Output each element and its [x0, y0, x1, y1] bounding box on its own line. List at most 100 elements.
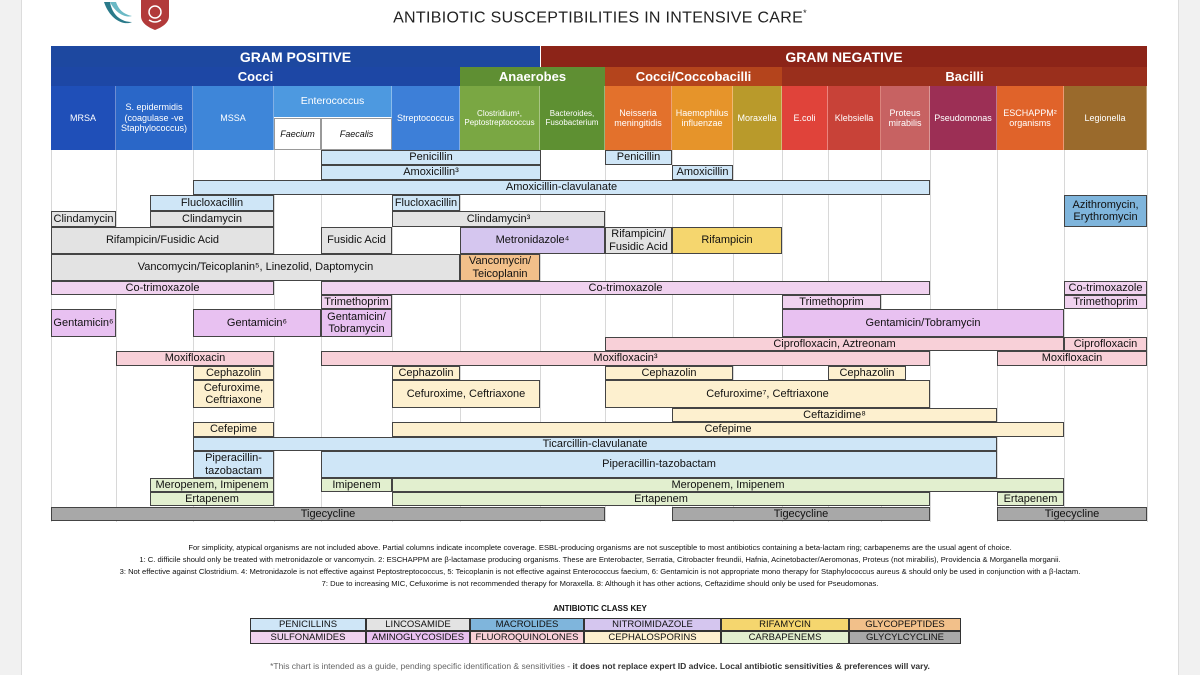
bar-gentamicin-tobramycin: Gentamicin/ Tobramycin	[321, 309, 392, 337]
cocci-coccobacilli-header: Cocci/Coccobacilli	[605, 67, 782, 86]
org-klebsiella: Klebsiella	[828, 86, 881, 150]
key-fluoroquinolones: FLUOROQUINOLONES	[470, 631, 584, 644]
footnote-3-6: 3: Not effective against Clostridium. 4:…	[119, 567, 1081, 576]
gram-positive-header: GRAM POSITIVE	[51, 46, 540, 67]
bar-cefepime: Cefepime	[392, 422, 1064, 437]
page-margin-right	[1178, 0, 1200, 675]
bar-cephazolin: Cephazolin	[392, 366, 460, 380]
gram-negative-header: GRAM NEGATIVE	[541, 46, 1147, 67]
footnote-1-2: 1: C. difficile should only be treated w…	[139, 555, 1061, 564]
bar-ertapenem: Ertapenem	[150, 492, 274, 506]
key-carbapenems: CARBAPENEMS	[721, 631, 849, 644]
bar-cefepime: Cefepime	[193, 422, 274, 437]
bar-clindamycin: Clindamycin³	[392, 211, 605, 227]
org-eschappm: ESCHAPPM² organisms	[997, 86, 1064, 150]
bar-amoxicillin-clavulanate: Amoxicillin-clavulanate	[193, 180, 930, 195]
page-margin-left	[0, 0, 22, 675]
bar-cephazolin: Cephazolin	[605, 366, 733, 380]
org-haemophilus: Haemophilus influenzae	[672, 86, 733, 150]
bar-moxifloxacin: Moxifloxacin³	[321, 351, 930, 366]
key-penicillins: PENICILLINS	[250, 618, 366, 631]
bar-fusidic-acid: Fusidic Acid	[321, 227, 392, 254]
org-streptococcus: Streptococcus	[392, 86, 460, 150]
bar-co-trimoxazole: Co-trimoxazole	[1064, 281, 1147, 295]
bar-cephazolin: Cephazolin	[828, 366, 906, 380]
org-faecalis: Faecalis	[321, 118, 392, 150]
bar-moxifloxacin: Moxifloxacin	[997, 351, 1147, 366]
bar-meropenem-imipenem: Meropenem, Imipenem	[150, 478, 274, 492]
org-clostridium: Clostridium¹, Peptostreptococcus	[460, 86, 540, 150]
bar-ceftazidime: Ceftazidime⁸	[672, 408, 997, 422]
bar-moxifloxacin: Moxifloxacin	[116, 351, 274, 366]
org-bacteroides: Bacteroides, Fusobacterium	[540, 86, 605, 150]
bar-tigecycline: Tigecycline	[672, 507, 930, 521]
bar-trimethoprim: Trimethoprim	[782, 295, 881, 309]
org-mrsa: MRSA	[51, 86, 116, 150]
bar-rifampicin: Rifampicin	[672, 227, 782, 254]
bar-azithromycin-erythromycin: Azithromycin, Erythromycin	[1064, 195, 1147, 227]
bar-penicillin: Penicillin	[605, 150, 672, 165]
bar-clindamycin: Clindamycin	[51, 211, 116, 227]
org-s-epidermidis: S. epidermidis (coagulase -ve Staphyloco…	[116, 86, 193, 150]
bar-tigecycline: Tigecycline	[51, 507, 605, 521]
bar-gentamicin-tobramycin: Gentamicin/Tobramycin	[782, 309, 1064, 337]
bar-co-trimoxazole: Co-trimoxazole	[51, 281, 274, 295]
bar-flucloxacillin: Flucloxacillin	[392, 195, 460, 211]
org-mssa: MSSA	[193, 86, 274, 150]
bacilli-header: Bacilli	[782, 67, 1147, 86]
bar-amoxicillin: Amoxicillin	[672, 165, 733, 180]
org-faecium: Faecium	[274, 118, 321, 150]
bar-cefuroxime-ceftriaxone: Cefuroxime⁷, Ceftriaxone	[605, 380, 930, 408]
bar-ciprofloxacin-aztreonam: Ciprofloxacin, Aztreonam	[605, 337, 1064, 351]
org-legionella: Legionella	[1064, 86, 1147, 150]
footnote-general: For simplicity, atypical organisms are n…	[188, 543, 1012, 552]
class-key-title: ANTIBIOTIC CLASS KEY	[553, 604, 647, 613]
anaerobes-header: Anaerobes	[460, 67, 605, 86]
wave-logo-icon	[104, 2, 132, 24]
bar-ertapenem: Ertapenem	[997, 492, 1064, 506]
disclaimer: *This chart is intended as a guide, pend…	[270, 661, 930, 671]
bar-trimethoprim: Trimethoprim	[321, 295, 392, 309]
key-cephalosporins: CEPHALOSPORINS	[584, 631, 721, 644]
bar-rifampicin-fusidic-acid: Rifampicin/Fusidic Acid	[51, 227, 274, 254]
org-ecoli: E.coli	[782, 86, 828, 150]
bar-ticarcillin-clavulanate: Ticarcillin-clavulanate	[193, 437, 997, 451]
bar-ciprofloxacin: Ciprofloxacin	[1064, 337, 1147, 351]
bar-penicillin: Penicillin	[321, 150, 541, 165]
bar-imipenem: Imipenem	[321, 478, 392, 492]
bar-amoxicillin: Amoxicillin³	[321, 165, 541, 180]
key-glycopeptides: GLYCOPEPTIDES	[849, 618, 961, 631]
bar-cefuroxime-ceftriaxone: Cefuroxime, Ceftriaxone	[193, 380, 274, 408]
key-sulfonamides: SULFONAMIDES	[250, 631, 366, 644]
org-moraxella: Moraxella	[733, 86, 782, 150]
key-nitroimidazole: NITROIMIDAZOLE	[584, 618, 721, 631]
org-enterococcus: Enterococcus	[274, 86, 392, 118]
bar-rifampicin-fusidic-acid: Rifampicin/ Fusidic Acid	[605, 227, 672, 254]
bar-vancomycin-teicoplanin: Vancomycin/ Teicoplanin	[460, 254, 540, 281]
org-neisseria: Neisseria meningitidis	[605, 86, 672, 150]
footnote-7-8: 7: Due to increasing MIC, Cefuxorime is …	[321, 579, 879, 588]
key-glycylcycline: GLYCYLCYCLINE	[849, 631, 961, 644]
key-lincosamide: LINCOSAMIDE	[366, 618, 470, 631]
bar-metronidazole: Metronidazole⁴	[460, 227, 605, 254]
bar-cefuroxime-ceftriaxone: Cefuroxime, Ceftriaxone	[392, 380, 540, 408]
key-macrolides: MACROLIDES	[470, 618, 584, 631]
page-title: ANTIBIOTIC SUSCEPTIBILITIES IN INTENSIVE…	[393, 8, 807, 27]
bar-piperacillin-tazobactam: Piperacillin-tazobactam	[321, 451, 997, 478]
key-aminoglycosides: AMINOGLYCOSIDES	[366, 631, 470, 644]
bar-piperacillin-tazobactam: Piperacillin- tazobactam	[193, 451, 274, 478]
bar-cephazolin: Cephazolin	[193, 366, 274, 380]
bar-ertapenem: Ertapenem	[392, 492, 930, 506]
cocci-header: Cocci	[51, 67, 460, 86]
key-rifamycin: RIFAMYCIN	[721, 618, 849, 631]
bar-gentamicin: Gentamicin⁶	[193, 309, 321, 337]
bar-clindamycin: Clindamycin	[150, 211, 274, 227]
bar-vancomycin-linezolid-daptomycin: Vancomycin/Teicoplanin⁵, Linezolid, Dapt…	[51, 254, 460, 281]
bar-gentamicin: Gentamicin⁶	[51, 309, 116, 337]
bar-tigecycline: Tigecycline	[997, 507, 1147, 521]
org-proteus: Proteus mirabilis	[881, 86, 930, 150]
org-pseudomonas: Pseudomonas	[930, 86, 997, 150]
bar-flucloxacillin: Flucloxacillin	[150, 195, 274, 211]
bar-co-trimoxazole: Co-trimoxazole	[321, 281, 930, 295]
